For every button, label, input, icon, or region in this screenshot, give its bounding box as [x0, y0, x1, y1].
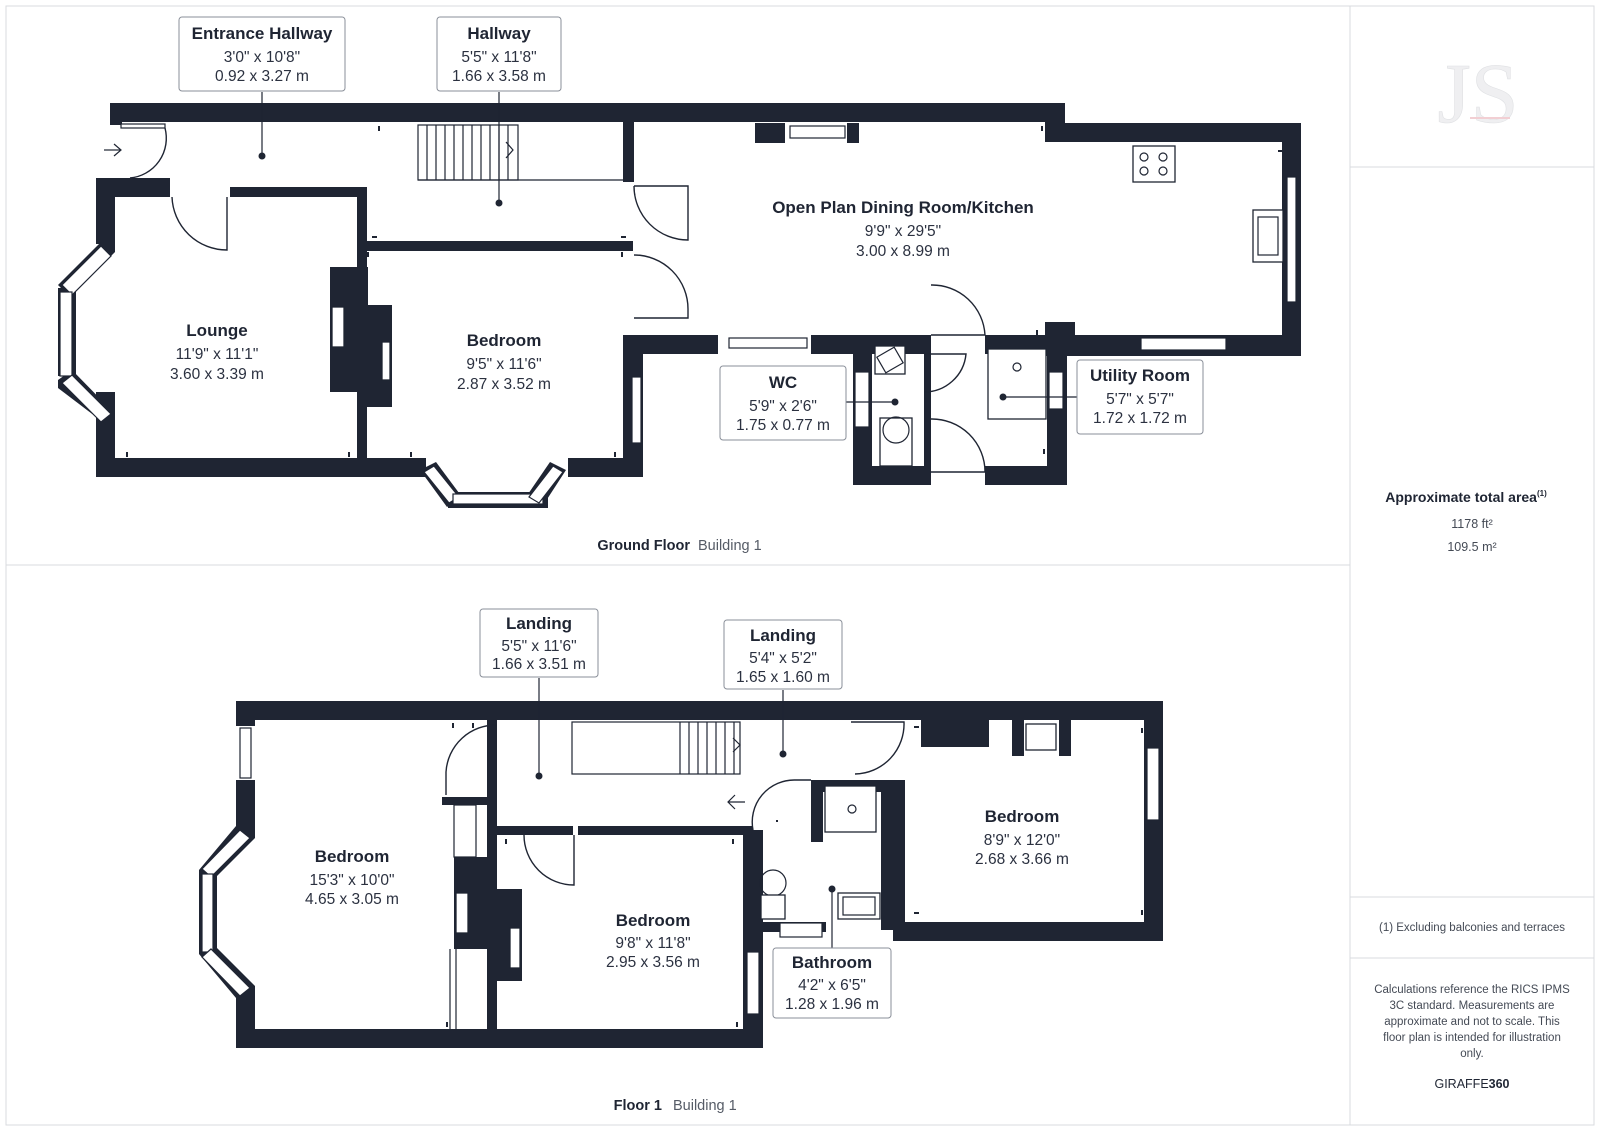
ground-floor-building: Building 1	[698, 538, 762, 554]
label-hallway: Hallway 5'5" x 11'8" 1.66 x 3.58 m	[436, 16, 562, 207]
label-f1-bedroom-middle: Bedroom 9'8" x 11'8" 2.95 x 3.56 m	[606, 911, 700, 971]
first-floor-name: Floor 1	[614, 1098, 662, 1114]
bathroom-name: Bathroom	[792, 953, 872, 972]
label-f1-bedroom-rear: Bedroom 8'9" x 12'0" 2.68 x 3.66 m	[975, 807, 1069, 868]
logo-letters: JS	[1437, 45, 1518, 141]
disclaimer-line-2: 3C standard. Measurements are	[1390, 1000, 1555, 1012]
wc-metric: 1.75 x 0.77 m	[736, 417, 830, 434]
utility-imperial: 5'7" x 5'7"	[1106, 391, 1174, 408]
first-floor-caption: Floor 1 Building 1	[614, 1098, 737, 1114]
label-entrance-hallway: Entrance Hallway 3'0" x 10'8" 0.92 x 3.2…	[178, 16, 346, 160]
page-frame	[5, 5, 1595, 1126]
hallway-metric: 1.66 x 3.58 m	[452, 68, 546, 85]
label-f1-bedroom-front: Bedroom 15'3" x 10'0" 4.65 x 3.05 m	[305, 847, 399, 908]
f1-bedroom-front-imperial: 15'3" x 10'0"	[309, 872, 394, 889]
disclaimer-line-5: only.	[1460, 1048, 1483, 1060]
ground-stairs	[417, 124, 623, 181]
f1-bedroom-rear-name: Bedroom	[985, 807, 1060, 826]
dining-kitchen-metric: 3.00 x 8.99 m	[856, 243, 950, 260]
landing-1-name: Landing	[506, 614, 572, 633]
ground-bedroom-metric: 2.87 x 3.52 m	[457, 376, 551, 393]
label-landing-2: Landing 5'4" x 5'2" 1.65 x 1.60 m	[723, 619, 843, 758]
f1-bedroom-middle-imperial: 9'8" x 11'8"	[615, 935, 690, 952]
first-floor-plan	[199, 701, 1163, 1048]
first-floor-stairs	[571, 721, 745, 810]
ground-floor-name: Ground Floor	[597, 538, 690, 554]
label-wc: WC 5'9" x 2'6" 1.75 x 0.77 m	[719, 365, 899, 441]
f1-bedroom-front-metric: 4.65 x 3.05 m	[305, 891, 399, 908]
ground-bedroom-name: Bedroom	[467, 331, 542, 350]
disclaimer-line-4: floor plan is intended for illustration	[1383, 1032, 1561, 1044]
label-bathroom: Bathroom 4'2" x 6'5" 1.28 x 1.96 m	[772, 885, 892, 1019]
hallway-name: Hallway	[467, 24, 531, 43]
ground-floor-plan	[58, 103, 1301, 508]
hallway-imperial: 5'5" x 11'8"	[461, 49, 536, 66]
f1-bedroom-middle-name: Bedroom	[616, 911, 691, 930]
f1-bedroom-rear-metric: 2.68 x 3.66 m	[975, 851, 1069, 868]
dining-kitchen-name: Open Plan Dining Room/Kitchen	[772, 198, 1034, 217]
landing-2-imperial: 5'4" x 5'2"	[749, 650, 817, 667]
label-lounge: Lounge 11'9" x 11'1" 3.60 x 3.39 m	[170, 321, 264, 383]
entrance-hallway-metric: 0.92 x 3.27 m	[215, 68, 309, 85]
landing-2-metric: 1.65 x 1.60 m	[736, 669, 830, 686]
label-dining-kitchen: Open Plan Dining Room/Kitchen 9'9" x 29'…	[772, 198, 1034, 260]
sidebar: JS Approximate total area(1) 1178 ft² 10…	[1374, 45, 1570, 1091]
label-utility-room: Utility Room 5'7" x 5'7" 1.72 x 1.72 m	[999, 359, 1204, 435]
disclaimer-line-1: Calculations reference the RICS IPMS	[1374, 984, 1570, 996]
landing-1-metric: 1.66 x 3.51 m	[492, 656, 586, 673]
f1-bedroom-front-name: Bedroom	[315, 847, 390, 866]
lounge-metric: 3.60 x 3.39 m	[170, 366, 264, 383]
disclaimer-line-3: approximate and not to scale. This	[1384, 1016, 1560, 1028]
label-landing-1: Landing 5'5" x 11'6" 1.66 x 3.51 m	[479, 608, 599, 780]
area-sqm: 109.5 m²	[1447, 540, 1496, 554]
ground-floor-caption: Ground Floor Building 1	[597, 538, 761, 554]
first-floor-building: Building 1	[673, 1098, 737, 1114]
landing-2-name: Landing	[750, 626, 816, 645]
brand-mark: GIRAFFE360	[1434, 1077, 1509, 1091]
agent-logo: JS	[1437, 45, 1519, 142]
f1-bedroom-middle-metric: 2.95 x 3.56 m	[606, 954, 700, 971]
entrance-hallway-imperial: 3'0" x 10'8"	[224, 49, 300, 66]
f1-bedroom-rear-imperial: 8'9" x 12'0"	[984, 832, 1060, 849]
utility-metric: 1.72 x 1.72 m	[1093, 410, 1187, 427]
entrance-hallway-name: Entrance Hallway	[192, 24, 333, 43]
dining-kitchen-imperial: 9'9" x 29'5"	[865, 223, 941, 240]
area-sqft: 1178 ft²	[1451, 517, 1492, 531]
wc-imperial: 5'9" x 2'6"	[749, 398, 817, 415]
area-title: Approximate total area(1)	[1385, 489, 1547, 505]
wc-name: WC	[769, 373, 797, 392]
lounge-name: Lounge	[186, 321, 247, 340]
area-footnote: (1) Excluding balconies and terraces	[1379, 922, 1565, 934]
lounge-imperial: 11'9" x 11'1"	[176, 346, 259, 363]
label-ground-bedroom: Bedroom 9'5" x 11'6" 2.87 x 3.52 m	[457, 331, 551, 393]
utility-name: Utility Room	[1090, 366, 1190, 385]
bathroom-imperial: 4'2" x 6'5"	[798, 977, 866, 994]
landing-1-imperial: 5'5" x 11'6"	[501, 638, 576, 655]
bathroom-metric: 1.28 x 1.96 m	[785, 996, 879, 1013]
ground-bedroom-imperial: 9'5" x 11'6"	[466, 356, 541, 373]
